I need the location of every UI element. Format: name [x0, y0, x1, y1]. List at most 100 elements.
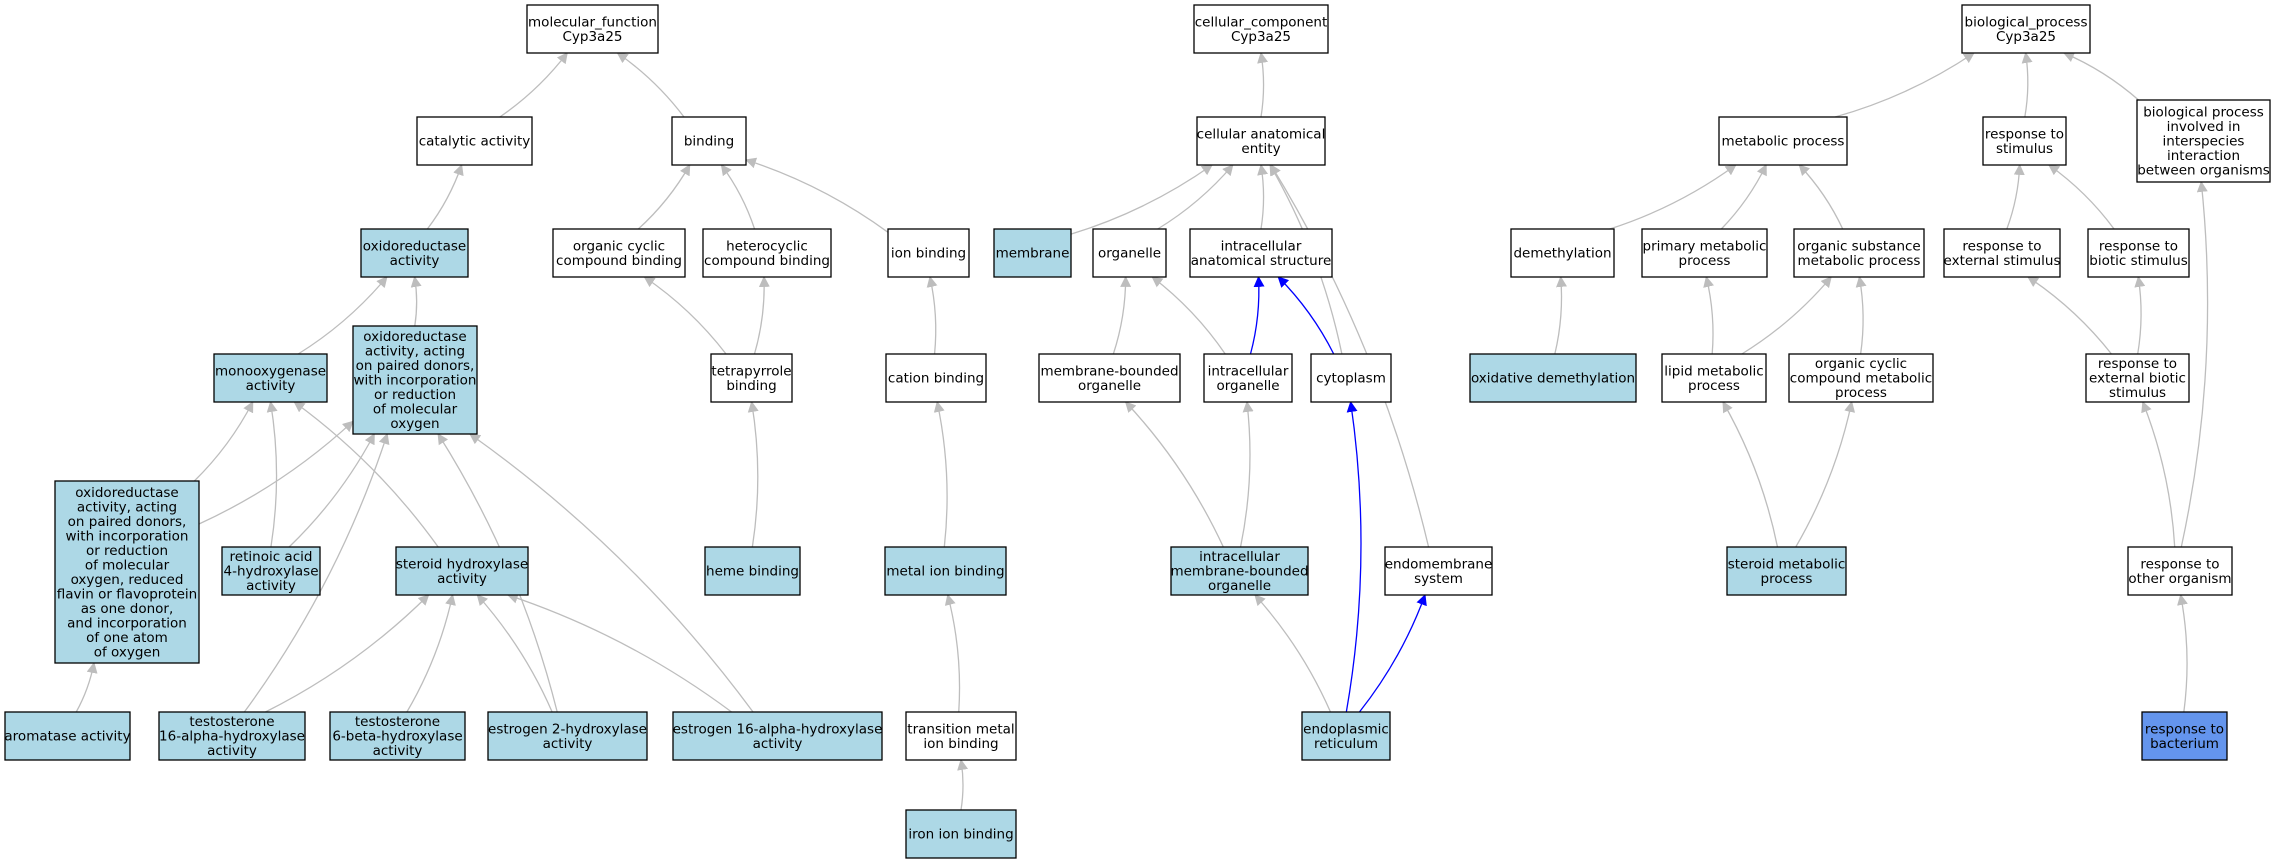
edge-heme-binding-to-tetrapyrrole-binding: [747, 400, 759, 548]
node-binding[interactable]: binding: [671, 116, 747, 166]
node-label-line: on paired donors,: [68, 514, 187, 530]
node-box: [2136, 99, 2271, 183]
node-label-line: activity: [437, 571, 487, 587]
edge-steroid-hydroxylase-activity-to-monooxygenase-activity: [293, 401, 439, 548]
edge-ion-binding-to-binding: [744, 157, 889, 233]
node-label-line: response to: [2145, 721, 2224, 737]
edge-transition-metal-ion-binding-to-metal-ion-binding: [944, 593, 961, 713]
node-box: [1788, 353, 1934, 403]
node-label-line: membrane: [996, 246, 1070, 262]
node-box: [158, 711, 306, 761]
node-label-line: intracellular: [1199, 549, 1280, 565]
node-metabolic[interactable]: metabolic process: [1718, 116, 1848, 166]
edge-retinoic-acid-4-hydroxylase-activity-to-monooxygenase-activity: [266, 400, 278, 548]
edge-oxidoreductase-activity-to-catalytic-activity: [426, 163, 464, 230]
node-label-line: response to: [1962, 238, 2041, 254]
node-label-line: of one atom: [86, 630, 168, 646]
node-aromatase[interactable]: aromatase activity: [4, 711, 131, 761]
node-label-line: oxidoreductase: [363, 329, 466, 345]
node-ion-binding[interactable]: ion binding: [887, 228, 970, 278]
node-box: [395, 546, 529, 596]
edge-estrogen-2-hydroxylase-activity-to-steroid-hydroxylase-activity: [476, 594, 553, 713]
node-label-line: cation binding: [888, 371, 984, 387]
node-box: [671, 116, 747, 166]
node-label-line: of oxygen: [94, 644, 161, 660]
node-label-line: 16-alpha-hydroxylase: [159, 729, 305, 745]
node-label-line: external biotic: [2089, 371, 2186, 387]
node-label-line: tetrapyrrole: [711, 363, 791, 379]
edge-cellular-anatomical-entity-to-cellular-component-cyp3a25: [1257, 51, 1268, 118]
node-organelle[interactable]: organelle: [1092, 228, 1167, 278]
node-box: [884, 546, 1007, 596]
node-label-line: cellular anatomical: [1197, 126, 1326, 142]
node-metal-ion[interactable]: metal ion binding: [884, 546, 1007, 596]
node-cytoplasm[interactable]: cytoplasm: [1310, 353, 1392, 403]
node-label-line: between organisms: [2137, 163, 2270, 179]
node-box: [710, 353, 793, 403]
node-box: [1510, 228, 1615, 278]
node-box: [1092, 228, 1167, 278]
node-label-line: binding: [684, 134, 734, 150]
node-membrane[interactable]: membrane: [993, 228, 1072, 278]
node-label-line: anatomical structure: [1191, 253, 1332, 269]
edge-organic-substance-metabolic-process-to-metabolic-process: [1798, 164, 1844, 230]
node-label-line: monooxygenase: [215, 363, 326, 379]
node-label-line: response to: [1985, 126, 2064, 142]
node-oxidative-demethylation[interactable]: oxidative demethylation: [1469, 353, 1637, 403]
node-heme[interactable]: heme binding: [704, 546, 801, 596]
node-demethylation[interactable]: demethylation: [1510, 228, 1615, 278]
node-catalytic[interactable]: catalytic activity: [416, 116, 533, 166]
edge-oxidoreductase-activity-acting-on-paired-donors-with-incorporation-or-reduction-of-molecular-oxygen-to-oxidoreductase-activity: [410, 275, 422, 327]
node-label-line: interaction: [2167, 148, 2240, 164]
node-label-line: interspecies: [2163, 134, 2245, 150]
edge-endomembrane-system-to-cellular-anatomical-entity: [1270, 164, 1430, 548]
node-label-line: reticulum: [1314, 736, 1378, 752]
node-iron-ion[interactable]: iron ion binding: [905, 809, 1017, 859]
node-box: [905, 711, 1017, 761]
node-box: [329, 711, 466, 761]
edge-binding-to-molecular-function-cyp3a25: [616, 52, 685, 118]
edge-response-to-external-biotic-stimulus-to-response-to-external-stimulus: [2027, 276, 2112, 355]
node-label-line: primary metabolic: [1643, 238, 1767, 254]
node-label-line: Cyp3a25: [562, 29, 622, 45]
node-label-line: testosterone: [355, 714, 440, 730]
node-label-line: response to: [2140, 556, 2219, 572]
node-cation-binding[interactable]: cation binding: [885, 353, 987, 403]
